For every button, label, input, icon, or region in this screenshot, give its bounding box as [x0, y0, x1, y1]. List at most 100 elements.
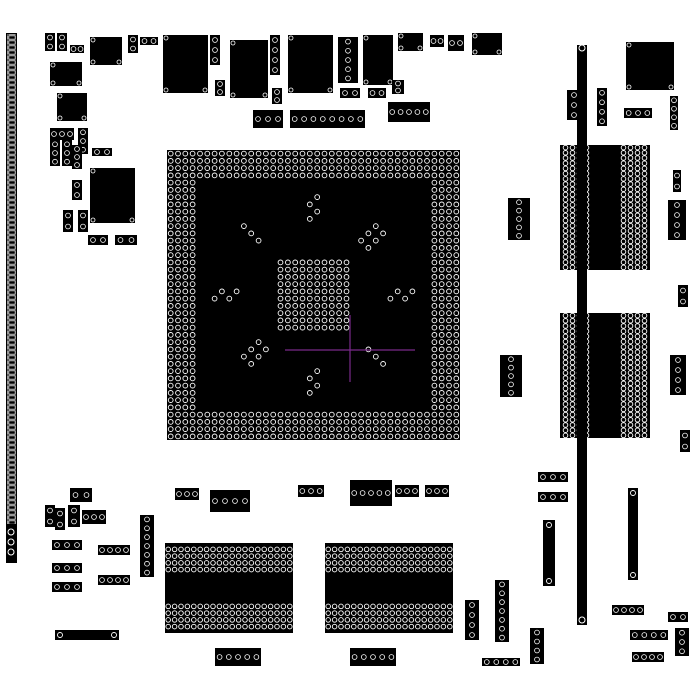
memory-footprint-right-upper[interactable]	[560, 144, 650, 271]
passive-component[interactable]	[298, 485, 324, 497]
passive-component[interactable]	[612, 605, 644, 615]
passive-component[interactable]	[45, 505, 55, 527]
memory-pad	[562, 359, 569, 366]
slot-component[interactable]	[543, 520, 555, 586]
passive-component[interactable]	[425, 485, 449, 497]
slot-component[interactable]	[55, 630, 119, 640]
passive-component[interactable]	[668, 200, 686, 240]
passive-component[interactable]	[215, 648, 261, 666]
passive-component[interactable]	[500, 355, 522, 397]
passive-component[interactable]	[92, 148, 112, 156]
passive-component[interactable]	[57, 33, 67, 51]
passive-component[interactable]	[55, 508, 65, 530]
passive-component[interactable]	[675, 628, 689, 656]
passive-component[interactable]	[68, 505, 80, 527]
passive-component[interactable]	[175, 488, 199, 500]
passive-component[interactable]	[482, 658, 520, 666]
ic-package[interactable]	[472, 33, 502, 55]
passive-component[interactable]	[465, 600, 479, 640]
passive-component[interactable]	[530, 628, 544, 664]
passive-component[interactable]	[538, 472, 568, 482]
passive-component[interactable]	[680, 430, 690, 452]
passive-component[interactable]	[115, 235, 137, 245]
passive-component[interactable]	[395, 485, 419, 497]
passive-component[interactable]	[82, 510, 106, 524]
passive-component[interactable]	[98, 545, 130, 555]
passive-component[interactable]	[70, 488, 92, 502]
passive-component[interactable]	[670, 96, 678, 130]
ic-package[interactable]	[626, 42, 674, 90]
passive-component[interactable]	[62, 140, 72, 166]
bga-pad	[343, 165, 350, 171]
passive-component[interactable]	[70, 45, 84, 53]
passive-component[interactable]	[430, 35, 444, 47]
passive-component[interactable]	[368, 88, 386, 98]
memory-footprint-bottom-left[interactable]	[165, 543, 293, 633]
passive-component[interactable]	[72, 145, 82, 169]
passive-component[interactable]	[508, 198, 530, 240]
passive-component[interactable]	[98, 575, 130, 585]
passive-component[interactable]	[338, 37, 358, 83]
ic-package[interactable]	[50, 62, 82, 86]
passive-component[interactable]	[340, 88, 360, 98]
passive-component[interactable]	[597, 88, 607, 126]
ic-package[interactable]	[57, 93, 87, 121]
top-ic-packages[interactable]	[50, 33, 674, 223]
passive-component[interactable]	[624, 108, 652, 118]
passive-component[interactable]	[270, 35, 280, 75]
passive-component[interactable]	[670, 355, 686, 395]
memory-pad	[338, 603, 344, 610]
passive-component[interactable]	[45, 33, 55, 51]
passive-component[interactable]	[290, 110, 365, 128]
passive-component[interactable]	[72, 180, 82, 200]
passive-component[interactable]	[52, 563, 82, 573]
passive-component[interactable]	[448, 35, 464, 51]
passive-component[interactable]	[210, 490, 250, 512]
memory-footprint-right-lower[interactable]	[560, 312, 650, 439]
memory-pad	[627, 390, 634, 397]
ic-package[interactable]	[398, 33, 423, 51]
passive-components[interactable]	[45, 33, 690, 666]
ic-package[interactable]	[288, 35, 333, 93]
ic-package[interactable]	[230, 40, 268, 98]
passive-component[interactable]	[388, 102, 430, 122]
passive-component[interactable]	[128, 35, 138, 53]
passive-component[interactable]	[52, 582, 82, 592]
passive-component[interactable]	[140, 37, 158, 45]
bga-pad	[197, 411, 203, 418]
passive-component[interactable]	[678, 285, 688, 307]
passive-component[interactable]	[50, 140, 60, 166]
passive-component[interactable]	[78, 210, 88, 232]
bga-pad-array	[167, 150, 460, 440]
passive-component[interactable]	[50, 128, 74, 140]
passive-component[interactable]	[52, 540, 82, 550]
slot-components[interactable]	[55, 488, 638, 640]
passive-component[interactable]	[253, 110, 283, 128]
passive-component[interactable]	[567, 90, 581, 120]
passive-component[interactable]	[88, 235, 108, 245]
passive-component[interactable]	[495, 580, 509, 642]
ic-package[interactable]	[363, 35, 393, 85]
passive-component[interactable]	[63, 210, 73, 232]
memory-footprint-bottom-right[interactable]	[325, 543, 453, 633]
passive-component[interactable]	[272, 88, 282, 104]
passive-component[interactable]	[392, 80, 404, 94]
passive-component[interactable]	[350, 648, 396, 666]
ic-package[interactable]	[90, 168, 135, 223]
passive-component[interactable]	[215, 80, 225, 96]
passive-component[interactable]	[538, 492, 568, 502]
passive-component[interactable]	[632, 652, 664, 662]
passive-component[interactable]	[668, 612, 688, 622]
passive-component[interactable]	[630, 630, 668, 640]
slot-component[interactable]	[628, 488, 638, 580]
passive-component[interactable]	[78, 128, 88, 154]
passive-component[interactable]	[673, 170, 681, 192]
ic-package[interactable]	[90, 37, 122, 65]
passive-component[interactable]	[210, 35, 220, 65]
ic-package[interactable]	[163, 35, 208, 93]
main-bga-footprint[interactable]	[167, 150, 460, 440]
passive-component[interactable]	[140, 515, 154, 577]
bga-pad	[424, 411, 430, 418]
bga-pad	[175, 419, 181, 425]
